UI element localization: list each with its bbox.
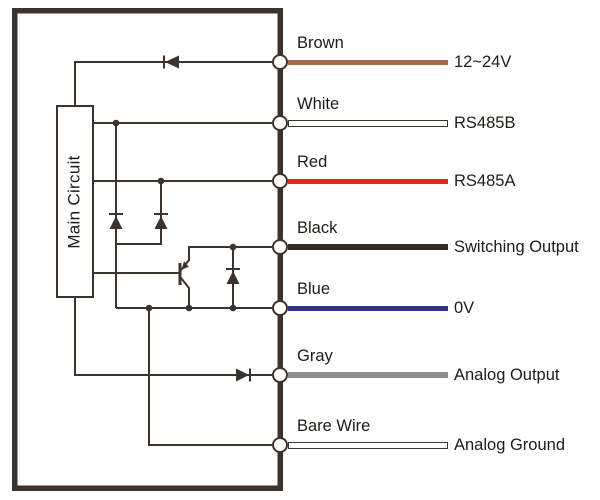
red-signal-label: RS485A (454, 172, 516, 190)
junction-dot (112, 119, 120, 127)
black-wire-color-label: Black (297, 219, 338, 237)
brown-signal-label: 12~24V (454, 53, 512, 71)
bare-wire-terminal-connector (272, 437, 288, 453)
white-terminal-connector (272, 115, 288, 131)
junction-dot (229, 243, 237, 251)
white-wire-color-label: White (297, 95, 340, 113)
bare-wire-signal-label: Analog Ground (454, 436, 565, 454)
bare-wire-wire-color-label: Bare Wire (297, 417, 371, 435)
main-circuit-block: Main Circuit (56, 105, 94, 298)
main-circuit-label: Main Circuit (65, 154, 84, 249)
blue-wire-color-label: Blue (297, 280, 331, 298)
analog-diode-icon (236, 368, 249, 382)
blue-terminal-connector (272, 300, 288, 316)
analog-output-internal-wire (74, 298, 272, 376)
brown-wire (288, 59, 448, 65)
power-internal-wire (74, 61, 272, 106)
junction-dot (145, 304, 153, 312)
clamp-diode-right-icon (154, 216, 168, 229)
switching-output-internal-wire (180, 246, 272, 271)
red-wire (288, 178, 448, 184)
housing-outline (12, 8, 283, 491)
gray-wire-color-label: Gray (297, 347, 333, 365)
black-wire (288, 244, 448, 250)
gray-wire (288, 372, 448, 378)
brown-wire-color-label: Brown (297, 34, 344, 52)
gray-terminal-connector (272, 367, 288, 383)
red-wire-color-label: Red (297, 153, 328, 171)
black-signal-label: Switching Output (454, 238, 579, 256)
white-signal-label: RS485B (454, 114, 516, 132)
junction-dot (185, 304, 193, 312)
junction-dot (229, 304, 237, 312)
black-terminal-connector (272, 239, 288, 255)
blue-wire (288, 305, 448, 311)
blue-signal-label: 0V (454, 299, 475, 317)
junction-dots (112, 119, 237, 312)
analog-ground-internal-wire (148, 308, 272, 446)
gray-signal-label: Analog Output (454, 366, 560, 384)
brown-terminal-connector (272, 54, 288, 70)
diode-symbols (109, 55, 249, 382)
transistor-emitter-wire (180, 277, 190, 308)
flyback-diode-icon (226, 271, 240, 284)
clamp-diode-branch-right (116, 181, 162, 245)
bare-wire-wire (288, 441, 448, 449)
junction-dot (157, 177, 165, 185)
power-diode-icon (165, 55, 179, 69)
white-wire (288, 119, 448, 127)
transistor-arrow-icon (181, 261, 189, 270)
red-terminal-connector (272, 173, 288, 189)
clamp-diode-left-icon (109, 216, 123, 229)
internal-wires (74, 55, 272, 446)
